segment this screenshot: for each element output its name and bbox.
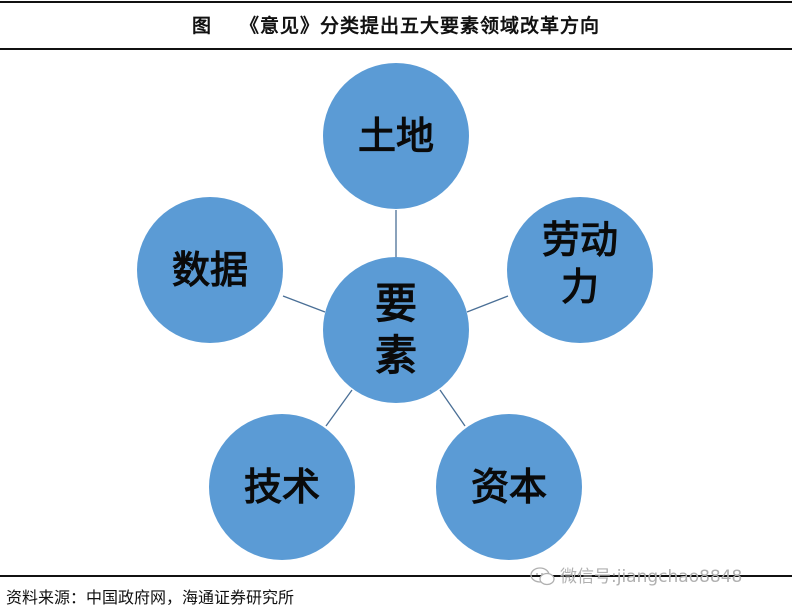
source-note: 资料来源：中国政府网，海通证券研究所 — [6, 588, 295, 607]
node-data: 数据 — [137, 197, 283, 343]
node-technology: 技术 — [209, 414, 355, 560]
node-technology-label: 技术 — [243, 464, 320, 510]
watermark-text: 微信号:jiangchao8848 — [560, 567, 743, 587]
top-rule — [0, 1, 792, 3]
node-data-label: 数据 — [171, 247, 248, 293]
figure-title-text: 《意见》分类提出五大要素领域改革方向 — [240, 15, 601, 37]
node-capital-label: 资本 — [470, 464, 547, 510]
wechat-icon — [530, 567, 555, 586]
node-labor-label-line1: 劳动 — [541, 216, 618, 262]
figure-title: 图 《意见》分类提出五大要素领域改革方向 — [0, 11, 792, 38]
watermark: 微信号:jiangchao8848 — [530, 562, 742, 587]
node-land: 土地 — [323, 63, 469, 209]
title-rule — [0, 48, 792, 50]
node-center-label-line1: 要 — [374, 278, 417, 328]
node-labor: 劳动 力 — [507, 197, 653, 343]
node-center-label-line2: 素 — [374, 331, 417, 380]
bottom-rule — [0, 575, 792, 577]
node-capital: 资本 — [436, 414, 582, 560]
figure-label: 图 — [191, 15, 212, 37]
node-labor-label-line2: 力 — [560, 264, 599, 309]
node-center-factors: 要 素 — [323, 257, 469, 403]
node-land-label: 土地 — [357, 113, 434, 159]
